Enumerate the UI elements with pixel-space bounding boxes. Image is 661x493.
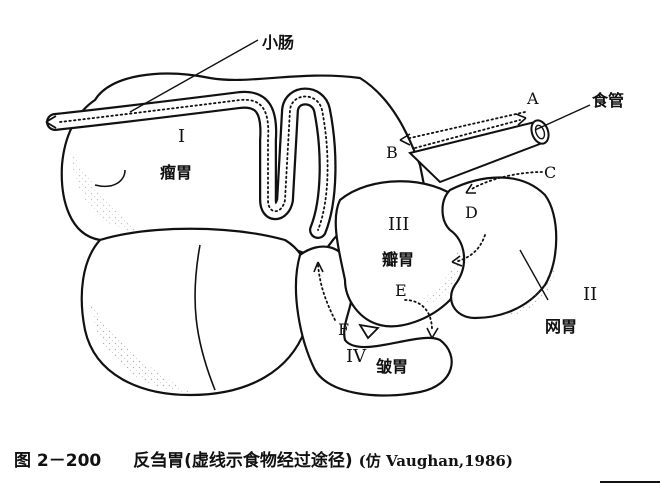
path-omasum-arrow: [451, 255, 463, 267]
path-omasum: [454, 234, 486, 263]
label-rumen: 瘤胃: [160, 163, 192, 182]
leader-small-intestine: [129, 39, 259, 113]
rumen-lower-fold: [194, 244, 216, 391]
path-c-to-d: [469, 171, 543, 191]
path-f: [317, 264, 336, 321]
path-e-arrow: [426, 327, 439, 339]
bottom-rule: [600, 481, 660, 483]
path-a-arrow: [515, 113, 527, 126]
leader-reticulum: [519, 249, 549, 301]
reticulum-stipple: [500, 250, 556, 316]
figure-title: 反刍胃(虚线示食物经过途径): [133, 451, 353, 471]
rumen-lower-stipple: [90, 300, 190, 392]
label-reticulum: 网胃: [545, 317, 577, 336]
roman-three: III: [388, 214, 409, 235]
reticulum-shape: [441, 176, 558, 320]
roman-four: IV: [346, 346, 367, 367]
intestine-exit-arrow: [45, 115, 57, 129]
path-d-arrow: [465, 183, 476, 194]
figure-number: 图 2－200: [14, 451, 102, 471]
intestine-flow-path: [59, 95, 329, 231]
omasum-stipple: [420, 240, 461, 302]
letter-e: E: [395, 281, 407, 300]
rumen-lower-sac: [80, 227, 314, 397]
esophagus-lumen: [534, 124, 546, 140]
label-omasum: 瓣胃: [382, 250, 414, 269]
label-abomasum: 皱胃: [375, 357, 408, 376]
rumen-fold: [94, 169, 126, 188]
label-esophagus: 食管: [591, 91, 624, 110]
label-small-intestine: 小肠: [262, 33, 294, 52]
letter-a: A: [526, 89, 539, 108]
path-b-arrow: [399, 133, 411, 146]
letter-b: B: [386, 143, 398, 162]
path-f-valve: [358, 323, 380, 340]
figure-caption: 图 2－200 反刍胃(虚线示食物经过途径) (仿 Vaughan,1986): [14, 446, 513, 471]
letter-d: D: [465, 203, 478, 222]
leader-esophagus: [534, 104, 591, 131]
path-b-to-a: [414, 119, 521, 149]
path-a-to-b: [409, 111, 526, 139]
figure-source: (仿 Vaughan,1986): [358, 452, 513, 470]
path-e-to-abomasum: [404, 299, 433, 331]
roman-one: I: [178, 126, 185, 147]
roman-two: II: [583, 284, 597, 305]
rumen-stipple: [70, 150, 140, 232]
letter-f: F: [338, 320, 349, 339]
esophagus-shape: [408, 120, 547, 184]
path-f-arrow: [313, 261, 324, 273]
letter-c: C: [544, 163, 556, 182]
